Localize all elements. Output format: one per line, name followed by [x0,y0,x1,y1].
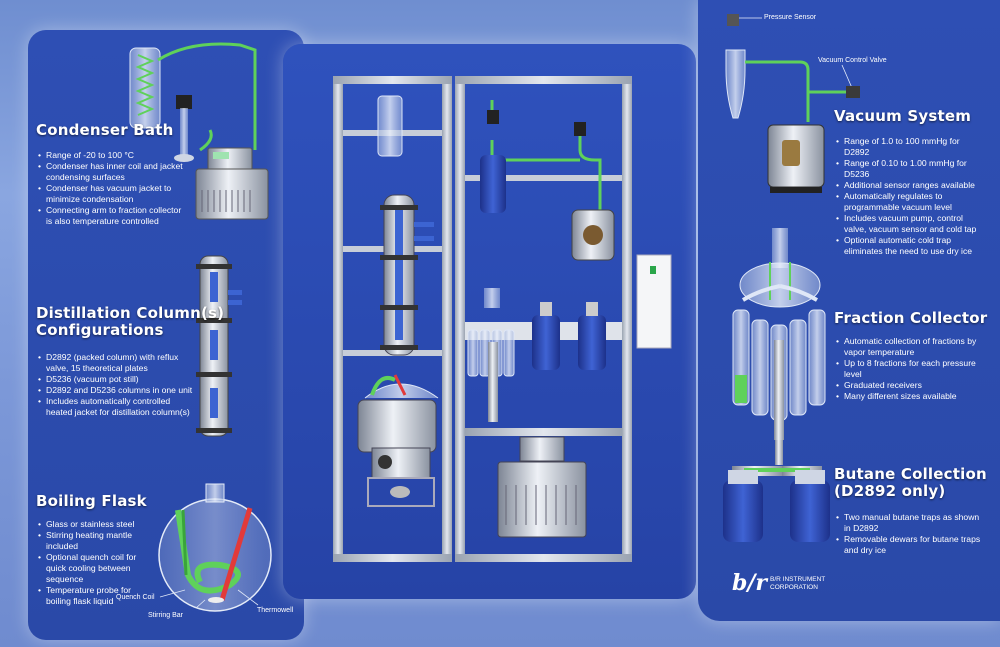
center-column [377,95,434,356]
bullet: Connecting arm to fraction collector is … [38,205,188,227]
pressure-sensor-label: Pressure Sensor [764,14,817,21]
vacuum-system-illustration [725,14,860,193]
bullet: Many different sizes available [836,391,986,402]
boiling-flask-illustration [158,483,272,612]
bullet: Range of -20 to 100 °C [38,150,188,161]
bullet: D2892 (packed column) with reflux valve,… [38,352,193,374]
bullet: Includes vacuum pump, control valve, vac… [836,213,986,235]
logo-line1: B/R INSTRUMENT [770,576,826,583]
vacuum-control-valve-label: Vacuum Control Valve [818,57,887,64]
distillation-column-illustration [196,255,242,437]
bullet: Additional sensor ranges available [836,180,986,191]
condenser-bath-bullets: Range of -20 to 100 °C Condenser has inn… [38,150,188,227]
condenser-bath-title: Condenser Bath [36,121,174,139]
bullet: Range of 1.0 to 100 mmHg for D2892 [836,136,986,158]
bullet: Includes automatically controlled heated… [38,396,193,418]
thermowell-label: Thermowell [257,607,294,614]
bullet: Removable dewars for butane traps and dr… [836,534,986,556]
vacuum-system-title: Vacuum System [834,107,972,125]
bullet: Automatic collection of fractions by vap… [836,336,986,358]
condenser-bath-illustration [129,42,269,220]
center-fraction-collector [467,288,606,422]
center-chiller [497,436,587,538]
bullet: Stirring heating mantle included [38,530,158,552]
vacuum-system-bullets: Range of 1.0 to 100 mmHg for D2892 Range… [836,136,986,257]
fraction-collector-title: Fraction Collector [834,309,988,327]
distillation-column-title-line1: Distillation Column(s) [36,304,225,322]
bullet: Graduated receivers [836,380,986,391]
fraction-collector-bullets: Automatic collection of fractions by vap… [836,336,986,402]
quench-coil-label: Quench Coil [116,594,155,601]
company-logo: b/r B/R INSTRUMENT CORPORATION [732,570,842,600]
bullet: Condenser has inner coil and jacket cond… [38,161,188,183]
bullet: Two manual butane traps as shown in D289… [836,512,986,534]
logo-mark: b/r [732,570,768,596]
center-vacuum-components [480,100,615,261]
bullet: Condenser has vacuum jacket to minimize … [38,183,188,205]
center-heating-mantle [357,374,439,507]
butane-collection-title-line2: (D2892 only) [834,482,946,500]
fraction-collector-illustration [732,228,826,465]
bullet: Optional automatic cold trap eliminates … [836,235,986,257]
bullet: Optional quench coil for quick cooling b… [38,552,158,585]
bullet: D5236 (vacuum pot still) [38,374,193,385]
distillation-column-title-line2: Configurations [36,321,164,339]
butane-collection-title-line1: Butane Collection [834,465,987,483]
bullet: Up to 8 fractions for each pressure leve… [836,358,986,380]
bullet: D2892 and D5236 columns in one unit [38,385,193,396]
logo-line2: CORPORATION [770,584,818,591]
bullet: Temperature probe for boiling flask liqu… [38,585,158,607]
bullet: Range of 0.10 to 1.00 mmHg for D5236 [836,158,986,180]
bullet: Automatically regulates to programmable … [836,191,986,213]
butane-collection-bullets: Two manual butane traps as shown in D289… [836,512,986,556]
butane-traps-illustration [723,466,830,542]
boiling-flask-title: Boiling Flask [36,492,147,510]
distillation-column-bullets: D2892 (packed column) with reflux valve,… [38,352,193,418]
boiling-flask-bullets: Glass or stainless steel Stirring heatin… [38,519,158,607]
bullet: Glass or stainless steel [38,519,158,530]
stirring-bar-label: Stirring Bar [148,612,184,619]
